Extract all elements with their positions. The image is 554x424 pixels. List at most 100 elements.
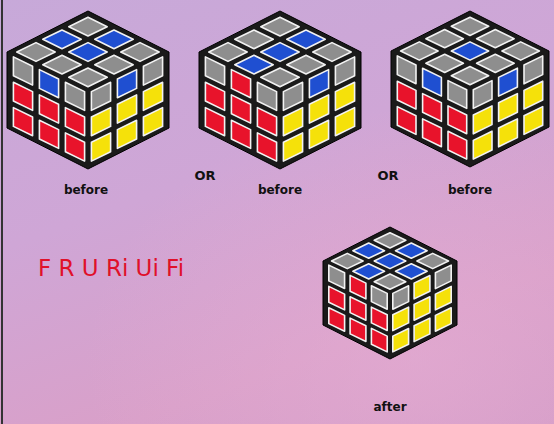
cube-sticker <box>313 43 351 62</box>
cube-sticker <box>451 17 488 35</box>
cube-sticker <box>13 82 32 110</box>
cube-sticker <box>329 265 345 288</box>
cube-sticker <box>39 70 58 98</box>
cube-caption: before <box>448 183 492 197</box>
cube-sticker <box>95 30 133 49</box>
cube-sticker <box>205 108 224 136</box>
cube-sticker <box>117 95 136 123</box>
cube-sticker <box>287 55 325 74</box>
cube-sticker <box>451 42 488 60</box>
edge-line <box>1 0 3 424</box>
cube-sticker <box>448 81 467 109</box>
cube-sticker <box>283 108 302 136</box>
cube-sticker <box>371 286 387 309</box>
cube-sticker <box>374 253 406 268</box>
cube-sticker <box>397 81 416 109</box>
cube-sticker <box>350 275 366 299</box>
cube-sticker <box>371 307 387 330</box>
cube-sticker <box>423 119 442 147</box>
cube-sticker <box>414 276 430 299</box>
cube-sticker <box>448 131 467 159</box>
cube-sticker <box>477 30 514 48</box>
cube-sticker <box>435 265 451 289</box>
cube-sticker <box>371 328 387 352</box>
cube-sticker <box>401 42 439 60</box>
cube-sticker <box>499 68 518 96</box>
cube-body <box>7 11 169 169</box>
cube-sticker <box>65 82 84 110</box>
cube-sticker <box>231 120 250 148</box>
cube-sticker <box>69 43 107 62</box>
cube-sticker <box>335 82 354 110</box>
cube-sticker <box>435 286 451 310</box>
cube-sticker <box>374 274 406 289</box>
cube-sticker <box>414 297 430 320</box>
cube-sticker <box>235 55 273 74</box>
cube-sticker <box>261 17 299 36</box>
cube-sticker <box>39 95 58 123</box>
cube-sticker <box>205 57 224 85</box>
cube-sticker <box>374 233 406 248</box>
cube-sticker <box>209 43 247 62</box>
cube-sticker <box>524 107 543 135</box>
cube-sticker <box>117 70 136 98</box>
cube-sticker <box>393 329 409 352</box>
cube-sticker <box>69 68 107 87</box>
cube-sticker <box>451 67 488 85</box>
cube-sticker <box>426 30 464 48</box>
cube-sticker <box>350 318 366 341</box>
cube-caption: after <box>373 400 406 414</box>
cube-sticker <box>17 43 55 62</box>
cube-sticker <box>353 243 385 258</box>
cube-sticker <box>417 253 449 268</box>
cube-sticker <box>65 108 84 136</box>
cube-caption: before <box>64 183 108 197</box>
cube-sticker <box>329 308 345 331</box>
cube-sticker <box>43 30 81 49</box>
cube-sticker <box>353 264 385 279</box>
cube-sticker <box>231 70 250 98</box>
cube-sticker <box>435 308 451 331</box>
cube-sticker <box>473 106 492 134</box>
cube-sticker <box>143 82 162 110</box>
cube-sticker <box>423 94 442 122</box>
cube-sticker <box>502 42 540 60</box>
or-text: OR <box>377 168 398 183</box>
cube-sticker <box>91 82 110 110</box>
cube-sticker <box>143 57 162 85</box>
cube-sticker <box>499 94 518 122</box>
cube-sticker <box>426 54 464 72</box>
cube-sticker <box>117 120 136 148</box>
cube-sticker <box>477 54 514 72</box>
cube-sticker <box>257 82 276 110</box>
cube-sticker <box>205 82 224 110</box>
cube-sticker <box>448 106 467 134</box>
cube-sticker <box>121 43 159 62</box>
cube-sticker <box>91 133 110 161</box>
or-text: OR <box>194 168 215 183</box>
cube-sticker <box>231 95 250 123</box>
cube-sticker <box>335 57 354 85</box>
cube-sticker <box>393 286 409 309</box>
cube-sticker <box>396 243 428 258</box>
cube-sticker <box>261 43 299 62</box>
cube-sticker <box>69 17 107 36</box>
cube-sticker <box>329 286 345 310</box>
cube-caption: before <box>258 183 302 197</box>
cube-sticker <box>287 30 325 49</box>
cube-sticker <box>283 133 302 161</box>
cube-sticker <box>309 70 328 98</box>
cube-sticker <box>473 81 492 109</box>
cube-sticker <box>524 81 543 109</box>
cube-body <box>391 11 549 167</box>
cube-sticker <box>261 68 299 87</box>
cube-body <box>199 11 361 169</box>
cube-sticker <box>335 108 354 136</box>
cube-sticker <box>257 108 276 136</box>
cube-sticker <box>13 108 32 136</box>
cube-sticker <box>473 131 492 159</box>
cube-sticker <box>423 68 442 96</box>
cube-sticker <box>257 133 276 161</box>
